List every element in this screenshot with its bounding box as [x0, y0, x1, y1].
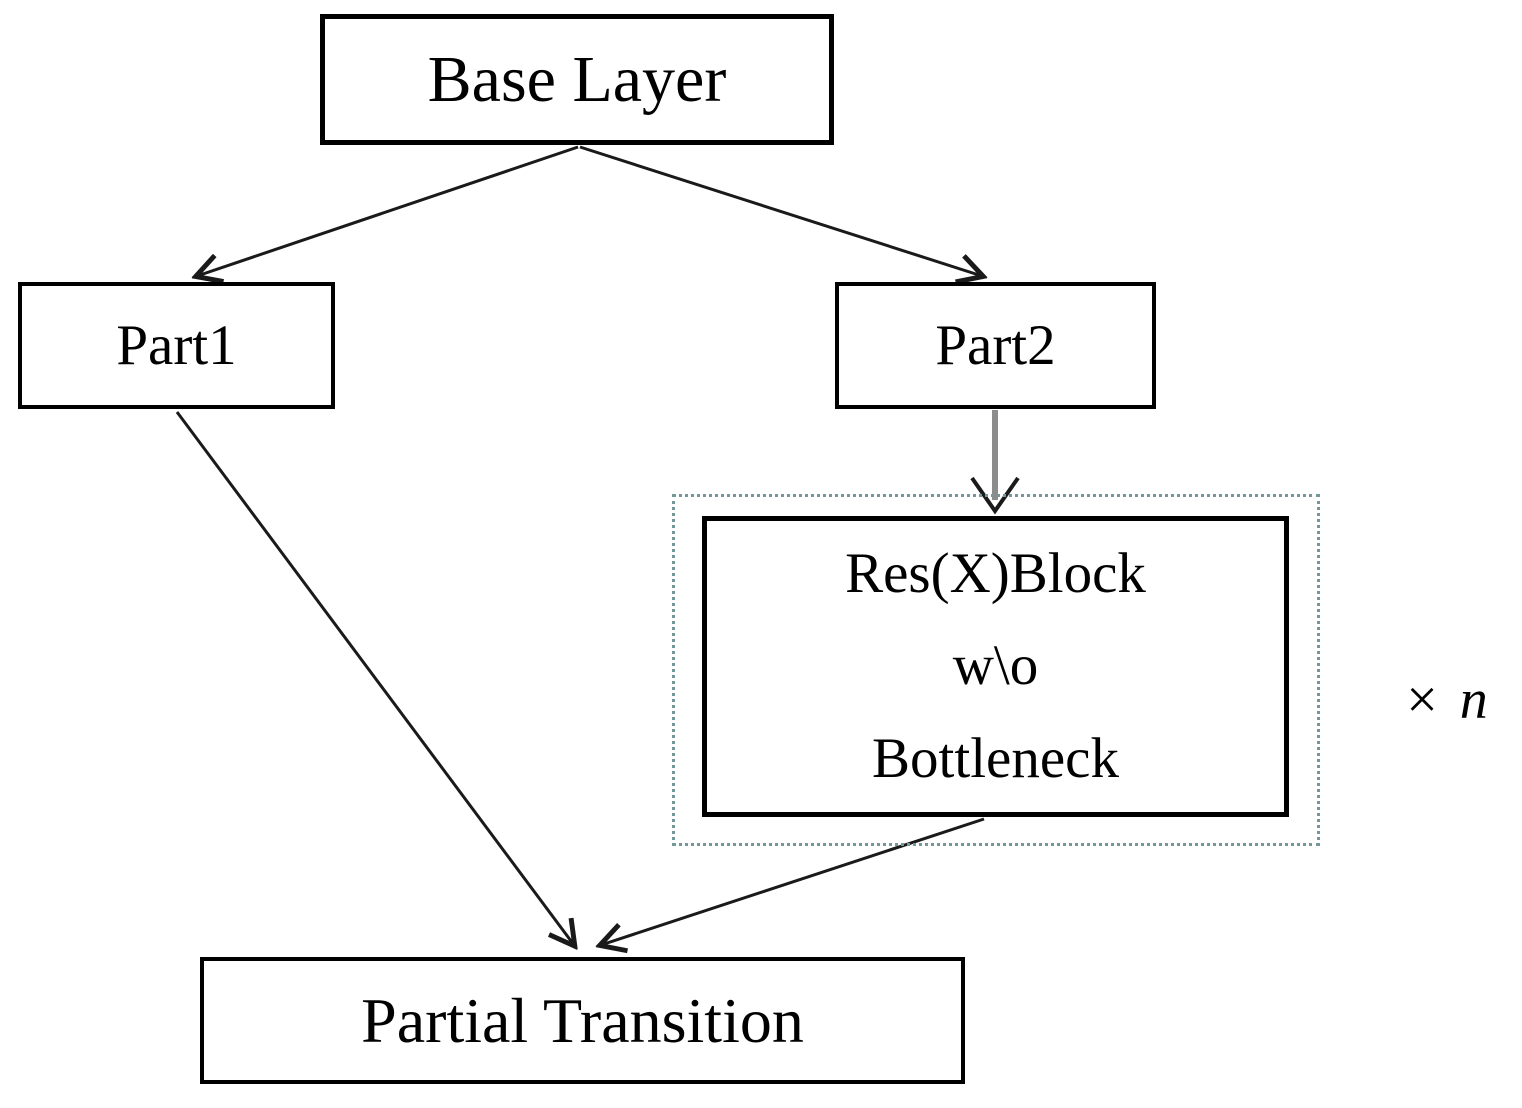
multiply-icon: ×: [1406, 669, 1438, 731]
node-res-block-line1: Res(X)Block: [845, 542, 1146, 605]
node-part2-label: Part2: [935, 314, 1056, 377]
repeat-count-label: × n: [1372, 652, 1522, 748]
node-part1: Part1: [18, 282, 335, 409]
node-res-block: Res(X)Block w\o Bottleneck: [702, 516, 1289, 817]
node-partial-transition-label: Partial Transition: [361, 984, 804, 1056]
node-base-layer-label: Base Layer: [427, 42, 727, 116]
node-part1-label: Part1: [116, 314, 237, 377]
edge-base-to-part1: [197, 145, 579, 276]
edge-base-to-part2: [579, 145, 982, 276]
edge-part1-to-partial-transition: [175, 411, 574, 945]
repeat-group-outline: [672, 494, 1320, 846]
node-res-block-line2: w\o: [952, 634, 1039, 698]
node-base-layer: Base Layer: [320, 14, 834, 145]
node-res-block-line3: Bottleneck: [872, 726, 1119, 790]
node-partial-transition: Partial Transition: [200, 957, 965, 1084]
node-part2: Part2: [835, 282, 1156, 409]
repeat-count-variable: n: [1459, 669, 1488, 731]
